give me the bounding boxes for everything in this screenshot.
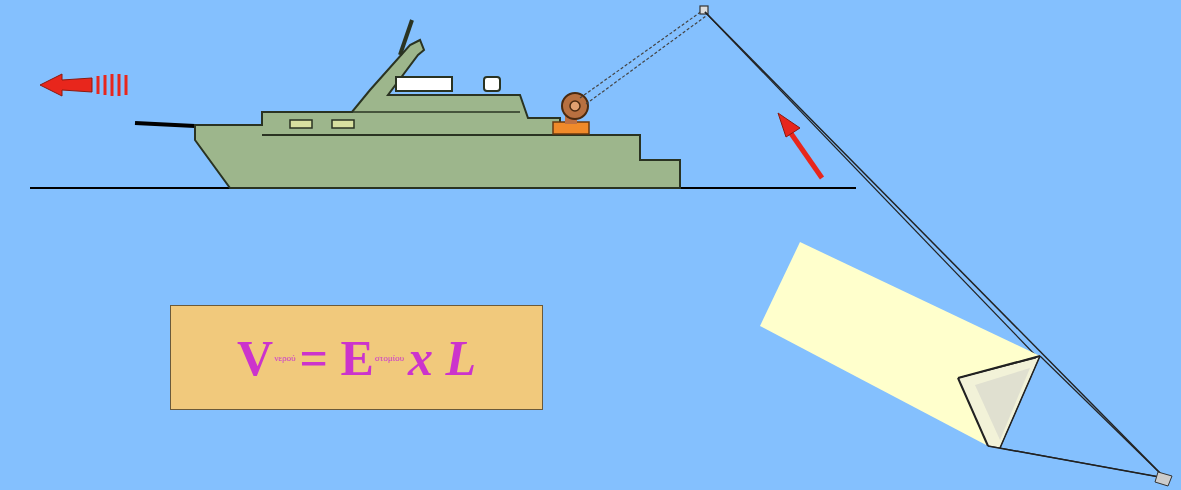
cabin-window	[396, 77, 452, 91]
formula-term: x L	[408, 329, 476, 387]
cabin-window	[484, 77, 500, 91]
formula-box: Vνερού = Eστομίου x L	[170, 305, 543, 410]
antenna	[400, 20, 412, 55]
cable-winch	[580, 11, 706, 104]
motion-arrow	[40, 74, 126, 96]
formula-subscript: νερού	[274, 353, 295, 363]
tow-cable	[705, 12, 1165, 478]
tension-arrow	[778, 113, 822, 178]
formula-term: = E	[299, 329, 373, 387]
formula-term: V	[237, 329, 273, 387]
bow-pole	[135, 123, 195, 126]
plankton-net	[760, 242, 1172, 486]
winch	[553, 93, 589, 134]
boat-hull	[195, 40, 680, 188]
formula-subscript: στομίου	[375, 353, 404, 363]
